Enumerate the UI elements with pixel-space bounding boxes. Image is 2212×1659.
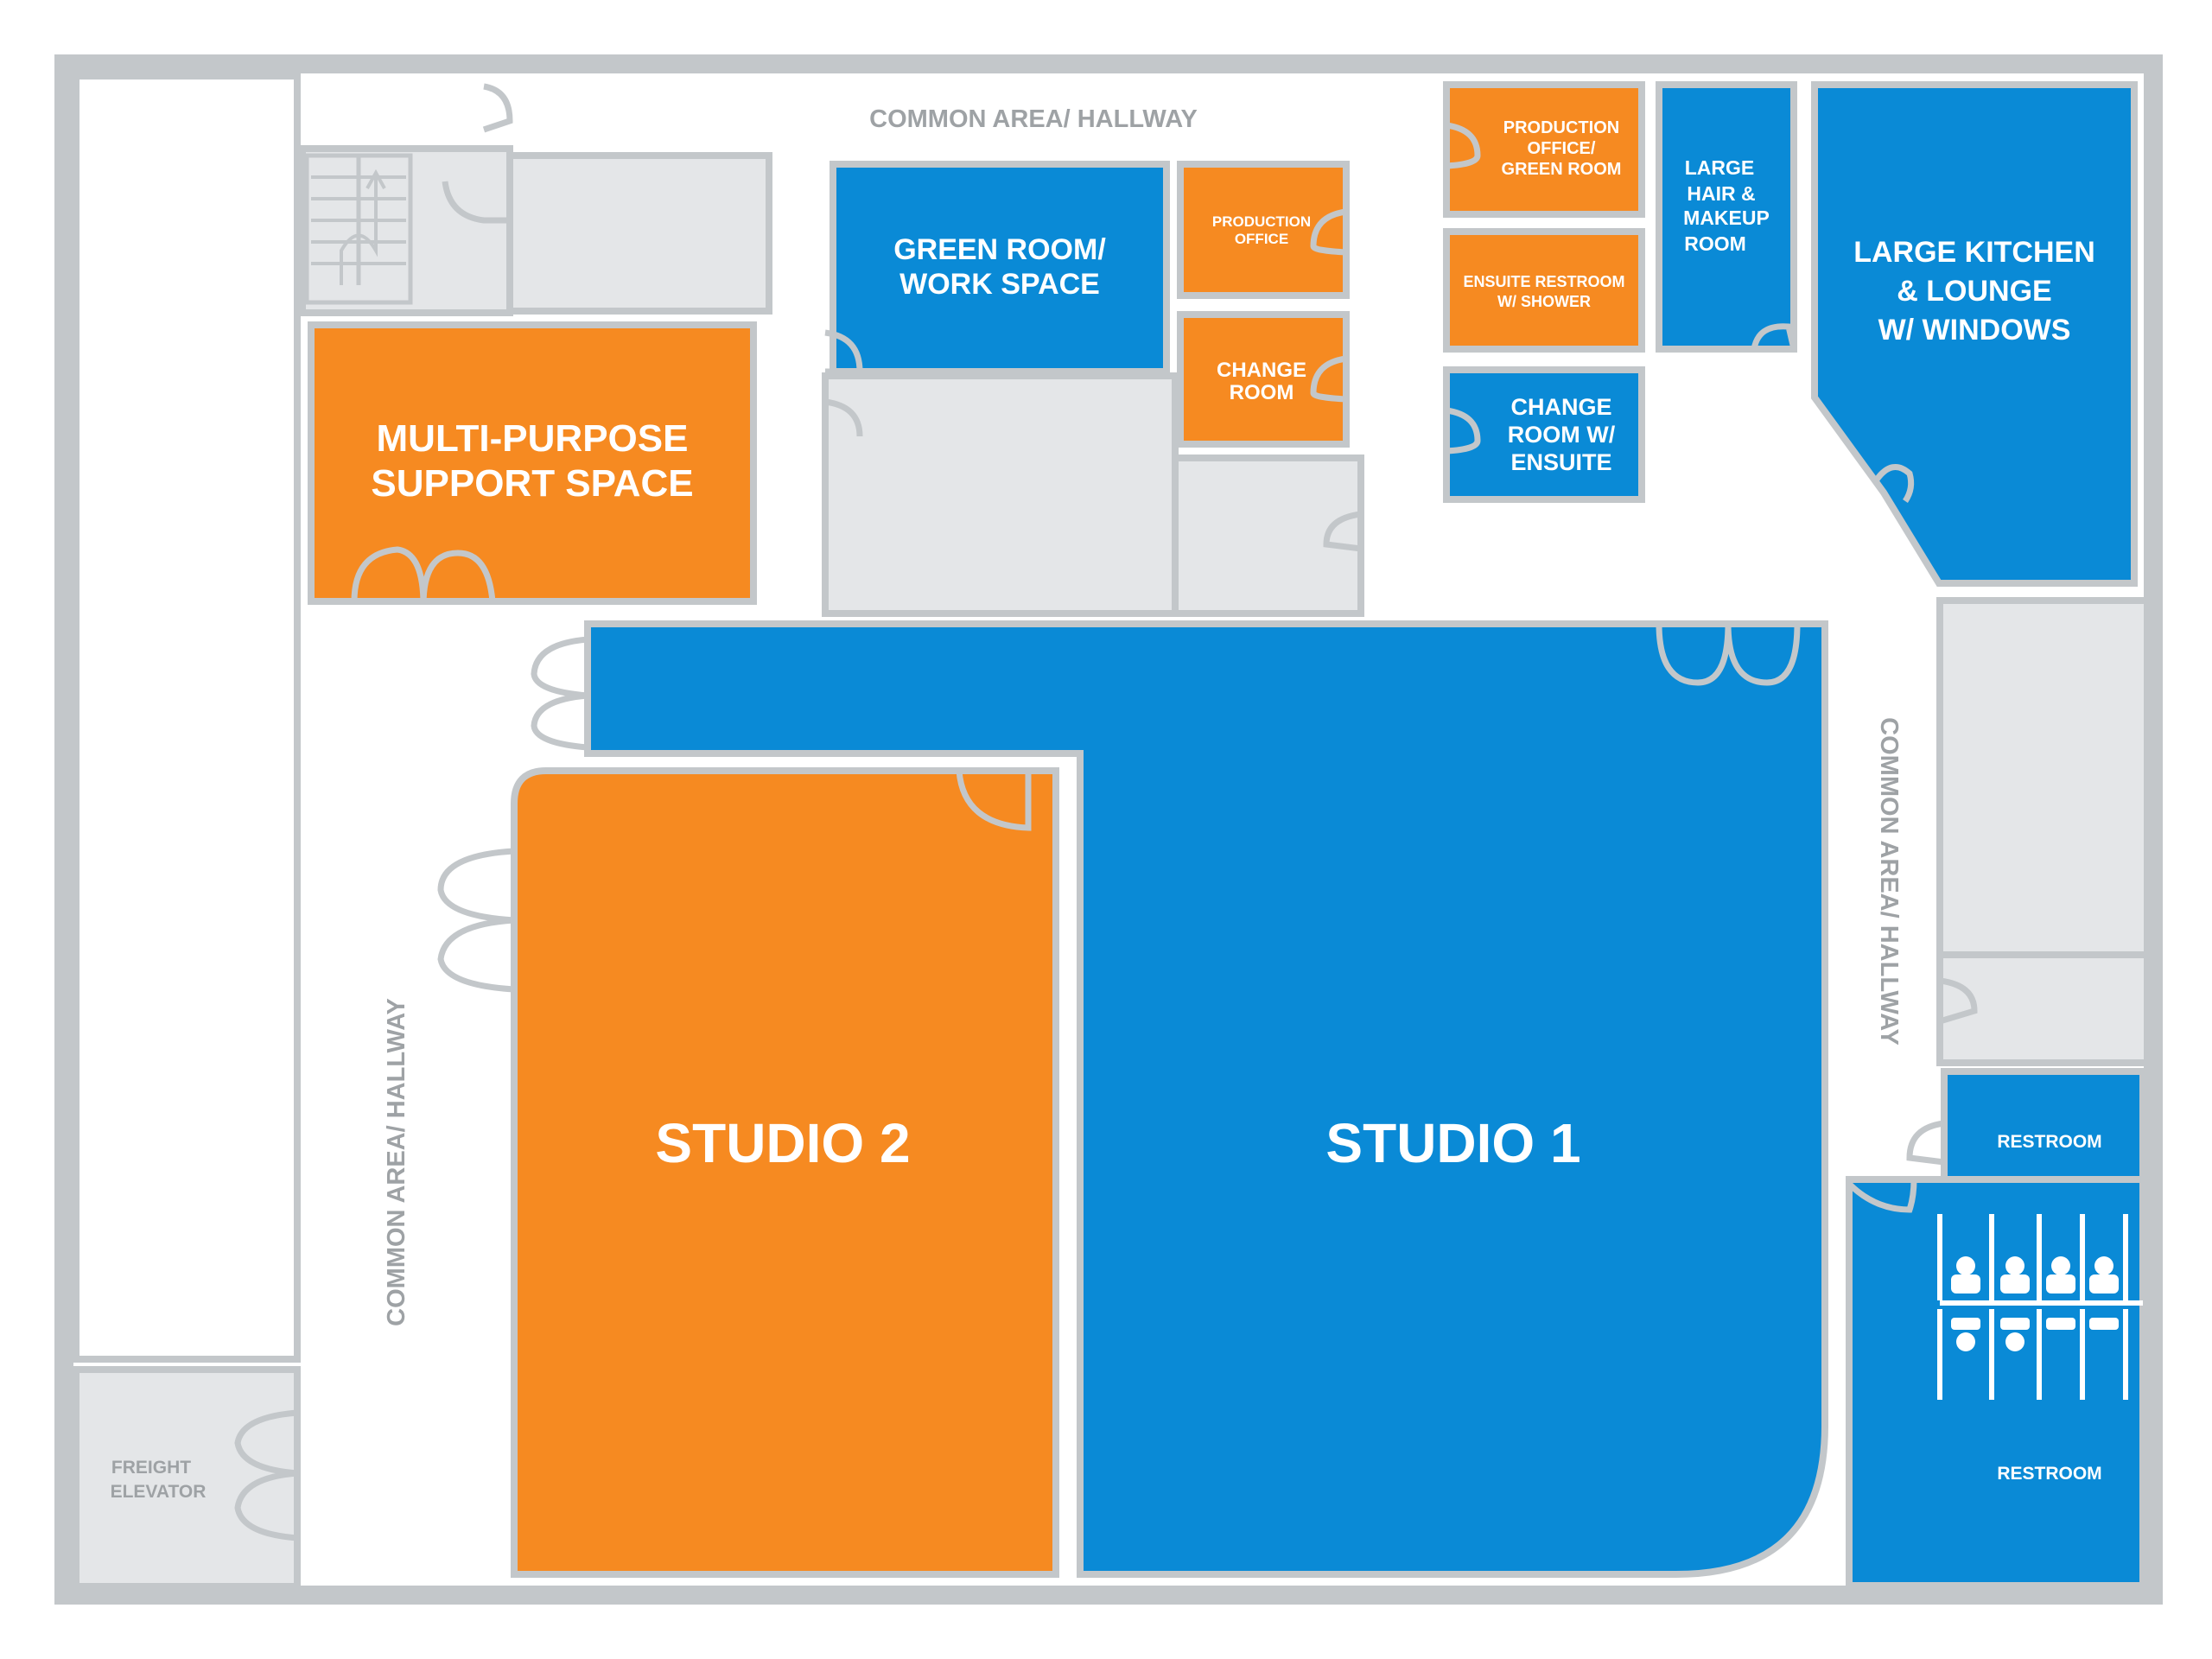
studio-2-side-double-door — [437, 848, 515, 993]
studio-2-label: STUDIO 2 — [655, 1112, 910, 1174]
stairs-icon — [304, 153, 413, 305]
ensuite-restroom — [1443, 228, 1645, 353]
hallway-right-label: COMMON AREA/ HALLWAY — [1875, 717, 1903, 1046]
left-strip — [73, 73, 301, 1363]
production-office-room — [1177, 161, 1350, 299]
green-room-door — [824, 329, 863, 375]
production-office-green-door — [1446, 122, 1481, 169]
studio-2-room — [511, 767, 1059, 1578]
top-hallway-door — [442, 83, 513, 224]
studio-1-room — [584, 620, 1828, 1578]
hair-makeup-room — [1656, 81, 1797, 353]
freight-elevator-label-2: ELEVATOR — [111, 1482, 207, 1502]
change-room-label-2: ROOM — [1230, 381, 1294, 404]
production-office-door — [1310, 208, 1347, 256]
prod-office-green-label-1: PRODUCTION — [1503, 118, 1619, 137]
kitchen-lounge-label-1: LARGE KITCHEN — [1853, 236, 2095, 269]
restroom-stalls-upper — [1937, 1214, 2143, 1306]
restroom-stalls-lower — [1937, 1309, 2128, 1400]
restroom-upper-label: RESTROOM — [1997, 1132, 2101, 1152]
restroom-upper-door — [1906, 1120, 1945, 1166]
hallway-top-label: COMMON AREA/ HALLWAY — [869, 105, 1198, 133]
kitchen-lounge-label-2: & LOUNGE — [1897, 275, 2051, 308]
green-room-label-1: GREEN ROOM/ — [893, 233, 1106, 266]
grey-block-below-change — [1172, 454, 1364, 617]
right-hall-door — [1938, 977, 1978, 1025]
green-room-label-2: WORK SPACE — [899, 268, 1100, 301]
multi-purpose-room — [308, 321, 757, 605]
kitchen-door — [1874, 464, 1915, 503]
production-office-label-1: PRODUCTION — [1212, 213, 1311, 230]
multi-purpose-label-1: MULTI-PURPOSE — [377, 417, 689, 460]
restroom-lower-door — [1847, 1179, 1917, 1213]
grey-block-mid — [822, 372, 1179, 617]
production-office-label-2: OFFICE — [1235, 231, 1288, 247]
change-room-ensuite-label-3: ENSUITE — [1510, 449, 1611, 475]
freight-elevator-double-door — [234, 1409, 298, 1541]
studio-1-double-door — [1656, 623, 1801, 686]
hair-makeup-label-3: MAKEUP — [1683, 207, 1770, 229]
change-room-ensuite-door — [1446, 407, 1481, 454]
grey-block-top — [506, 152, 772, 315]
prod-office-green-label-3: GREEN ROOM — [1502, 160, 1622, 179]
grey-block-right-1 — [1936, 597, 2151, 958]
hallway-left-label: COMMON AREA/ HALLWAY — [383, 998, 410, 1326]
hair-makeup-label-4: ROOM — [1684, 232, 1746, 255]
change-room-ensuite-label-1: CHANGE — [1510, 394, 1611, 420]
toilet-icons-upper — [1951, 1256, 2119, 1294]
prod-office-green-label-2: OFFICE/ — [1528, 139, 1596, 158]
kitchen-lounge-room — [1811, 81, 2138, 587]
kitchen-lounge-label-3: W/ WINDOWS — [1878, 314, 2071, 346]
hair-makeup-label-1: LARGE — [1685, 156, 1755, 179]
hair-makeup-label-2: HAIR & — [1687, 182, 1755, 205]
ensuite-restroom-label-1: ENSUITE RESTROOM — [1463, 273, 1624, 290]
multi-purpose-double-door — [351, 546, 496, 606]
green-room-work-space — [830, 161, 1170, 375]
ensuite-restroom-label-2: W/ SHOWER — [1497, 293, 1591, 310]
multi-purpose-label-2: SUPPORT SPACE — [371, 462, 693, 505]
grey-block-door — [1323, 511, 1362, 552]
studio-2-corner-door — [956, 770, 1032, 831]
hair-makeup-door — [1751, 323, 1797, 350]
change-room-door — [1310, 355, 1347, 403]
freight-elevator-label-1: FREIGHT — [111, 1458, 191, 1478]
toilet-icons-lower — [1951, 1318, 2119, 1351]
restroom-lower-label: RESTROOM — [1997, 1464, 2101, 1484]
restroom-lower — [1846, 1176, 2146, 1589]
studio-1-side-door — [531, 636, 588, 751]
studio-1-label: STUDIO 1 — [1325, 1112, 1580, 1174]
grey-room-door — [824, 398, 863, 437]
change-room-ensuite-label-2: ROOM W/ — [1508, 422, 1616, 448]
change-room-label-1: CHANGE — [1217, 359, 1306, 382]
grey-block-right-2 — [1936, 951, 2151, 1066]
